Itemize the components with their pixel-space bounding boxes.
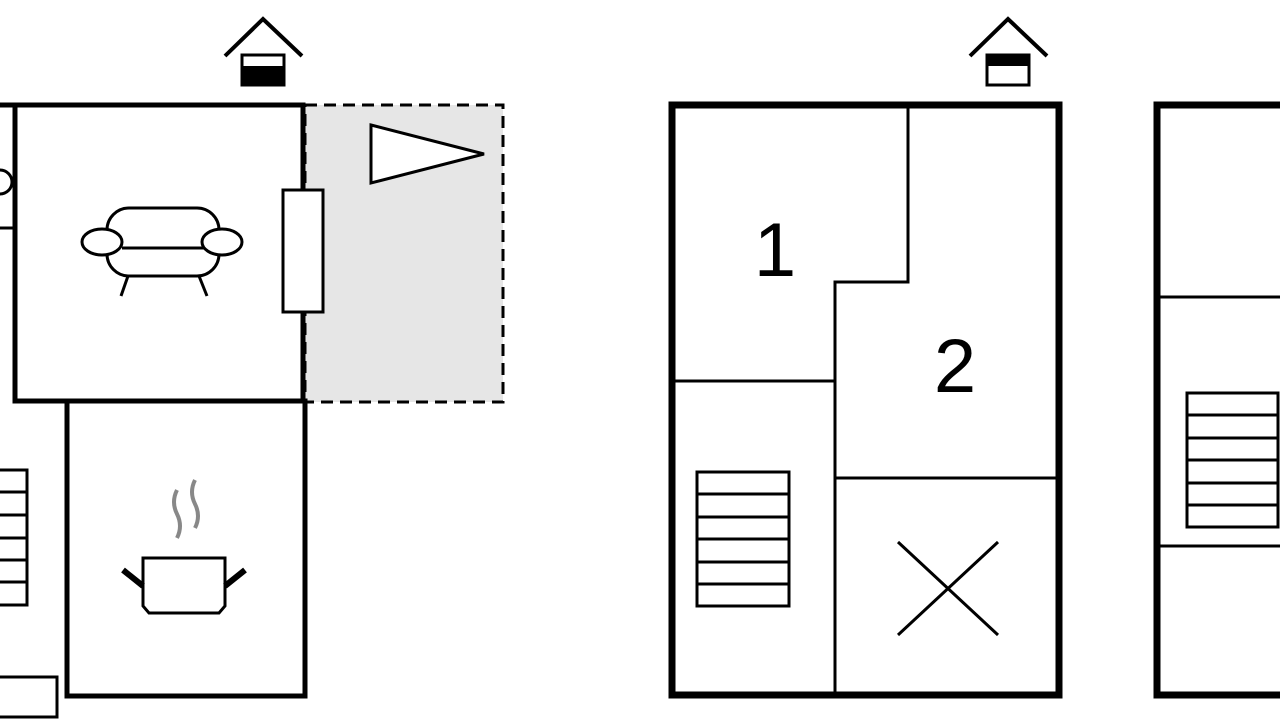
entrance-icon-upper	[968, 16, 1049, 87]
window	[281, 188, 325, 314]
stairs-third	[1185, 391, 1280, 529]
sofa-icon	[80, 206, 244, 297]
stairs-ground	[0, 468, 29, 607]
room-label-1: 1	[754, 208, 796, 293]
third-floor-plan	[1153, 101, 1280, 699]
open-void-x-icon	[896, 540, 1000, 637]
kitchen	[64, 398, 308, 699]
upper-floor-plan: 1 2	[668, 16, 1063, 699]
room-label-2: 2	[934, 324, 976, 409]
entrance-icon-ground	[223, 16, 304, 87]
stairs-upper	[695, 470, 791, 608]
terrace-direction-icon	[369, 123, 485, 185]
entry-step	[0, 675, 59, 719]
cooking-pot-icon	[121, 479, 247, 615]
ground-floor-plan	[0, 16, 505, 719]
